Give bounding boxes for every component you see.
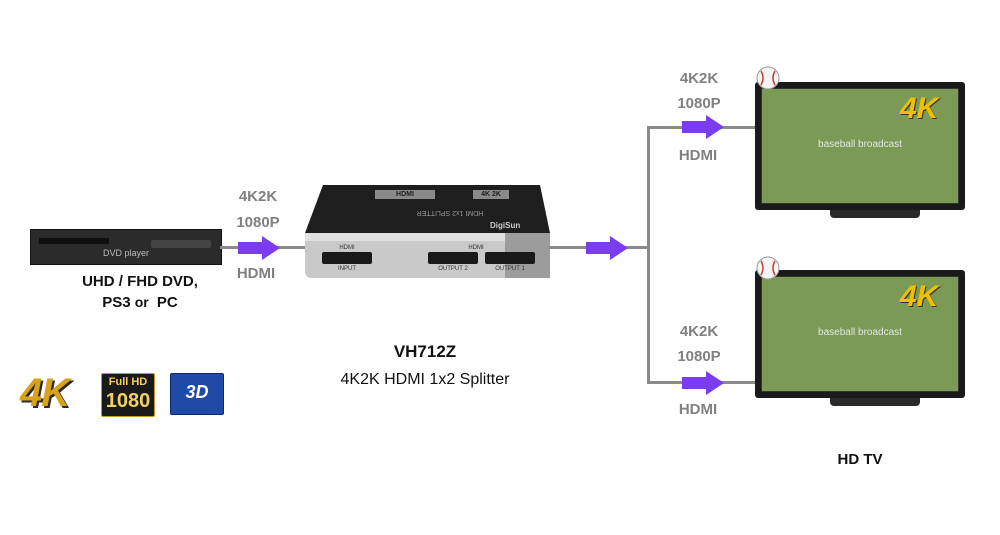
output-bottom-res2-label: 1080P (677, 348, 721, 365)
port-output2-label: OUTPUT 2 (438, 266, 468, 272)
tv-bottom: baseball broadcast 4K (755, 270, 965, 398)
port-input-hdmi-label: HDMI (339, 245, 355, 251)
tv-top: baseball broadcast 4K (755, 82, 965, 210)
input-res1-label: 4K2K (238, 188, 278, 205)
source-ps3: PS3 (102, 294, 131, 311)
port-output1 (485, 252, 535, 264)
input-arrow-icon (238, 236, 280, 260)
input-type-label: HDMI (236, 265, 276, 282)
output-top-res2-label: 1080P (677, 95, 721, 112)
badge-fullhd: Full HD 1080 (101, 373, 155, 417)
badge-4k: 4K (20, 371, 70, 415)
tv-bottom-4k-overlay: 4K (900, 280, 939, 313)
output-top-type-label: HDMI (678, 147, 718, 164)
output-top-arrow-icon (682, 115, 724, 139)
source-pc: PC (156, 294, 178, 311)
output-bottom-type-label: HDMI (678, 401, 718, 418)
badge-fullhd-top: Full HD (108, 376, 148, 388)
splitter-top-badge-right: HDMI (375, 190, 435, 199)
port-output2 (428, 252, 478, 264)
baseball-icon-bottom (756, 256, 780, 280)
output-bottom-res1-label: 4K2K (679, 323, 719, 340)
trunk-arrow-icon (586, 236, 628, 260)
port-input-label: INPUT (338, 266, 356, 272)
source-caption-line1: UHD / FHD DVD, (82, 273, 198, 290)
dvd-buttons (151, 240, 211, 248)
tv-top-placeholder-label: baseball broadcast (818, 139, 902, 150)
output-bottom-arrow-icon (682, 371, 724, 395)
dvd-tray (39, 238, 109, 244)
tv-top-stand (830, 210, 920, 218)
source-caption: UHD / FHD DVD, PS3 or PC (40, 272, 240, 313)
tv-top-screen-image: baseball broadcast (761, 88, 959, 204)
splitter-top-badge-left: 4K 2K (473, 190, 509, 199)
tv-bottom-placeholder-label: baseball broadcast (818, 327, 902, 338)
badge-3d: 3D (170, 373, 224, 415)
port-input (322, 252, 372, 264)
output-vertical-cable (647, 126, 650, 384)
tv-bottom-stand (830, 398, 920, 406)
source-or: or (134, 294, 149, 310)
port-outputs-hdmi-label: HDMI (468, 245, 484, 251)
tv-top-4k-overlay: 4K (900, 92, 939, 125)
splitter-top-text: HDMI 1x2 SPLITTER (416, 209, 484, 216)
dvd-player-image: DVD player (30, 229, 222, 265)
splitter-device: HDMI 1x2 SPLITTER 4K 2K HDMI DigiSun HDM… (305, 185, 550, 280)
source-caption-line2: PS3 or PC (40, 292, 240, 313)
splitter-name: 4K2K HDMI 1x2 Splitter (340, 371, 510, 388)
tv-caption: HD TV (837, 451, 883, 468)
splitter-brand: DigiSun (490, 221, 521, 230)
input-res2-label: 1080P (236, 214, 280, 231)
output-top-res1-label: 4K2K (679, 70, 719, 87)
tv-bottom-screen-image: baseball broadcast (761, 276, 959, 392)
dvd-player-placeholder-label: DVD player (102, 248, 149, 258)
baseball-icon-top (756, 66, 780, 90)
splitter-model: VH712Z (393, 342, 457, 361)
badge-3d-text: 3D (185, 382, 209, 402)
badge-fullhd-bottom: 1080 (105, 390, 151, 412)
port-output1-label: OUTPUT 1 (495, 266, 525, 272)
